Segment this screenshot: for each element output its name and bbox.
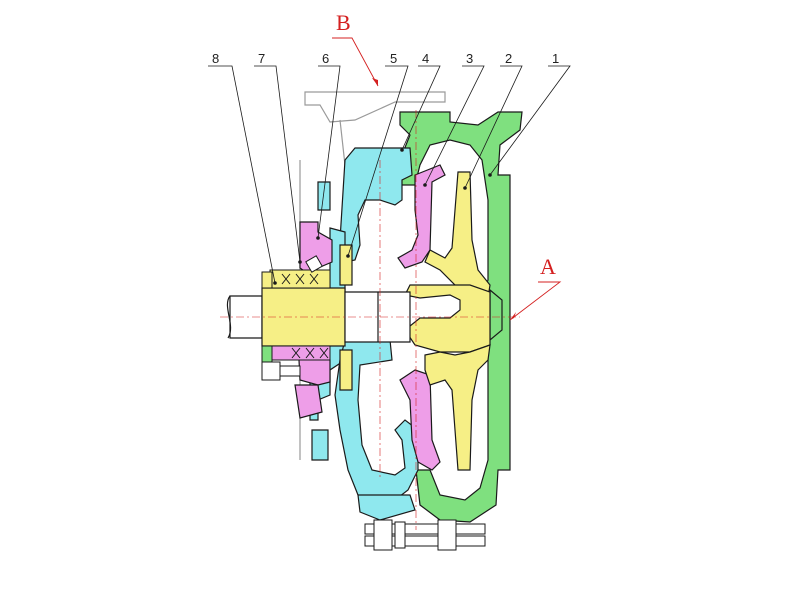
region-label-a: A [540, 254, 556, 279]
leader-lines [208, 65, 571, 284]
bolts [261, 361, 486, 551]
impeller [339, 171, 491, 471]
front-liner [397, 164, 446, 471]
pump-casing [399, 111, 523, 523]
shaft [226, 287, 411, 347]
part-label-6: 6 [322, 51, 330, 66]
part-label-8: 8 [212, 51, 220, 66]
part-label-1: 1 [552, 51, 560, 66]
part-label-4: 4 [422, 51, 430, 66]
red-arrowheads [372, 78, 516, 320]
red-leaders [332, 37, 562, 321]
region-label-b: B [336, 10, 351, 35]
part-label-2: 2 [505, 51, 513, 66]
leader-dots [273, 148, 492, 285]
part-label-7: 7 [258, 51, 266, 66]
seal-packing [261, 255, 331, 363]
center-lines [220, 110, 520, 530]
part-label-3: 3 [466, 51, 474, 66]
part-label-5: 5 [390, 51, 398, 66]
